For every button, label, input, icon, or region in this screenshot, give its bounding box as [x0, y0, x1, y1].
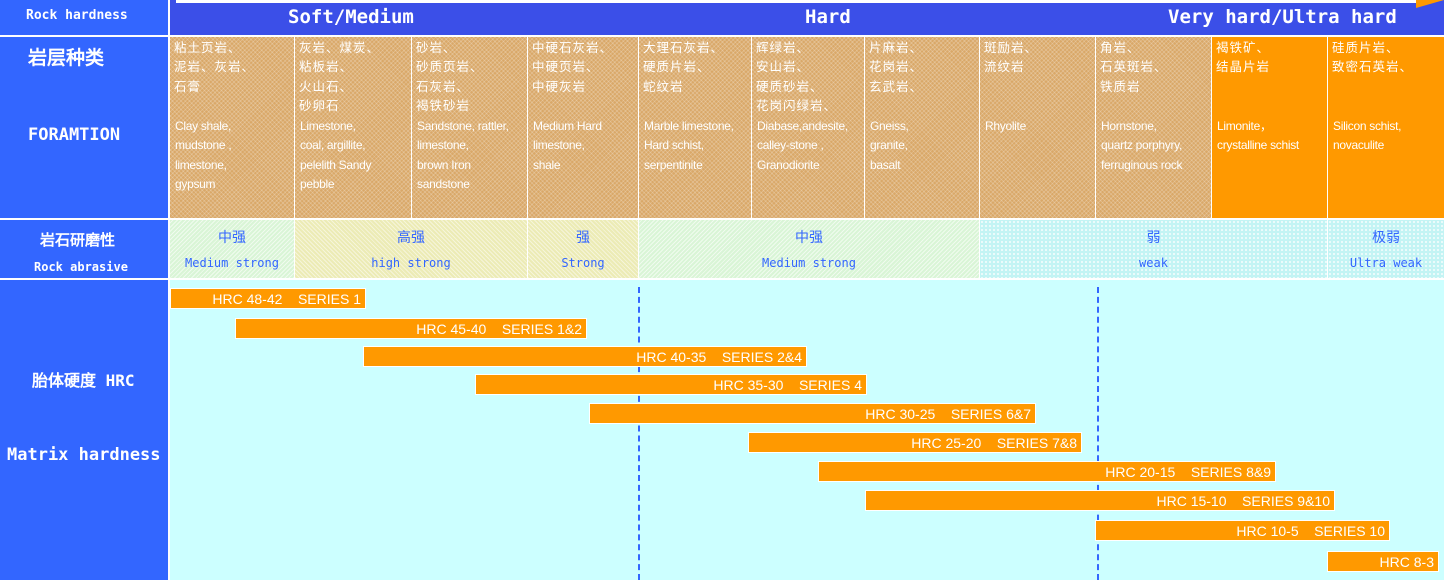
formation-en: Limonite， crystalline schist	[1217, 119, 1299, 153]
soft-medium-label: Soft/Medium	[288, 6, 414, 28]
formation-label-cell: 岩层种类 FORAMTION	[0, 37, 168, 218]
hardness-header	[170, 0, 1444, 35]
series-bar: HRC 25-20 SERIES 7&8	[748, 432, 1082, 453]
very-hard-label: Very hard/Ultra hard	[1168, 6, 1397, 28]
hardness-header-labels: Soft/Medium Hard Very hard/Ultra hard	[170, 0, 1444, 35]
abrasive-label-en: Rock abrasive	[34, 260, 128, 274]
series-bar: HRC 45-40 SERIES 1&2	[235, 318, 587, 339]
formation-en: Sandstone, rattler, limestone, brown Iro…	[417, 119, 509, 191]
abrasive-cell: 高强 high strong	[295, 220, 528, 278]
series-bar: HRC 8-3	[1327, 551, 1439, 572]
abrasive-cell: 极弱 Ultra weak	[1328, 220, 1444, 278]
abrasive-cn: 极弱	[1372, 230, 1400, 246]
abrasive-cell: 中强 Medium strong	[639, 220, 980, 278]
series-bar: HRC 40-35 SERIES 2&4	[363, 346, 807, 367]
formation-cell: 辉绿岩、 安山岩、 硬质砂岩、 花岗闪绿岩、 Diabase,andesite,…	[752, 37, 865, 218]
matrix-label-cell: 胎体硬度 HRC Matrix hardness	[0, 280, 168, 580]
abrasive-label-cell: 岩石研磨性 Rock abrasive	[0, 220, 168, 278]
formation-cn: 角岩、 石英斑岩、 铁质岩	[1100, 41, 1168, 94]
formation-label-en: FORAMTION	[28, 125, 121, 145]
formation-cn: 片麻岩、 花岗岩、 玄武岩、	[869, 41, 924, 94]
formation-en: Diabase,andesite, calley-stone , Granodi…	[757, 119, 848, 172]
formation-en: Medium Hard limestone, shale	[533, 119, 602, 172]
abrasive-en: weak	[1139, 256, 1168, 270]
formation-cn: 大理石灰岩、 硬质片岩、 蛇纹岩	[643, 41, 725, 94]
formation-en: Gneiss, granite, basalt	[870, 119, 909, 172]
formation-cn: 斑励岩、 流纹岩	[984, 41, 1039, 75]
formation-cell: 角岩、 石英斑岩、 铁质岩 Hornstone, quartz porphyry…	[1096, 37, 1212, 218]
abrasive-en: Medium strong	[185, 256, 279, 270]
formation-cell: 大理石灰岩、 硬质片岩、 蛇纹岩 Marble limestone, Hard …	[639, 37, 752, 218]
formation-cell: 片麻岩、 花岗岩、 玄武岩、 Gneiss, granite, basalt	[865, 37, 980, 218]
matrix-label-cn: 胎体硬度 HRC	[32, 371, 135, 390]
abrasive-cn: 弱	[1146, 230, 1161, 246]
series-bar: HRC 10-5 SERIES 10	[1095, 520, 1390, 541]
header-top-line	[176, 0, 1426, 3]
divider-line-hard	[638, 287, 640, 580]
formation-cn: 砂岩、 砂质页岩、 石灰岩、 褐铁砂岩	[416, 41, 484, 113]
abrasive-cn: 中强	[795, 230, 823, 246]
formation-en: Rhyolite	[985, 119, 1026, 133]
series-bar: HRC 35-30 SERIES 4	[475, 374, 867, 395]
rock-hardness-label-cell: Rock hardness	[0, 0, 168, 35]
formation-en: Clay shale, mudstone , limestone, gypsum	[175, 119, 232, 191]
abrasive-cn: 高强	[397, 230, 425, 246]
formation-en: Marble limestone, Hard schist, serpentin…	[644, 119, 734, 172]
abrasive-en: Medium strong	[762, 256, 856, 270]
formation-cell: 粘土页岩、 泥岩、灰岩、 石膏 Clay shale, mudstone , l…	[170, 37, 295, 218]
abrasive-en: high strong	[371, 256, 451, 270]
formation-en: Hornstone, quartz porphyry, ferruginous …	[1101, 119, 1183, 172]
formation-cn: 中硬石灰岩、 中硬页岩、 中硬灰岩	[532, 41, 614, 94]
formation-cell: 中硬石灰岩、 中硬页岩、 中硬灰岩 Medium Hard limestone,…	[528, 37, 639, 218]
formation-cell: 灰岩、煤炭、 粘板岩、 火山石、 砂卵石 Limestone, coal, ar…	[295, 37, 412, 218]
formation-cn: 褐铁矿、 结晶片岩	[1216, 41, 1271, 75]
abrasive-en: Ultra weak	[1349, 256, 1423, 270]
formation-cell: 褐铁矿、 结晶片岩 Limonite， crystalline schist	[1212, 37, 1328, 218]
abrasive-cell: 强 Strong	[528, 220, 639, 278]
divider-line-very-hard	[1097, 287, 1099, 580]
formation-en: Silicon schist, novaculite	[1333, 119, 1402, 153]
series-bar: HRC 15-10 SERIES 9&10	[865, 490, 1335, 511]
formation-en: Limestone, coal, argillite, pelelith San…	[300, 119, 372, 191]
formation-cell: 砂岩、 砂质页岩、 石灰岩、 褐铁砂岩 Sandstone, rattler, …	[412, 37, 528, 218]
formation-cell: 硅质片岩、 致密石英岩、 Silicon schist, novaculite	[1328, 37, 1444, 218]
formation-cn: 硅质片岩、 致密石英岩、	[1332, 41, 1414, 75]
abrasive-cell: 中强 Medium strong	[170, 220, 295, 278]
hard-label: Hard	[805, 6, 851, 28]
abrasive-label-cn: 岩石研磨性	[40, 231, 116, 249]
formation-label-cn: 岩层种类	[28, 47, 105, 69]
abrasive-cell: 弱 weak	[980, 220, 1328, 278]
formation-cn: 辉绿岩、 安山岩、 硬质砂岩、 花岗闪绿岩、	[756, 41, 838, 113]
series-bar: HRC 20-15 SERIES 8&9	[818, 461, 1276, 482]
series-bar: HRC 48-42 SERIES 1	[170, 288, 366, 309]
formation-cn: 粘土页岩、 泥岩、灰岩、 石膏	[174, 41, 256, 94]
abrasive-en: Strong	[561, 256, 605, 270]
arrow-head-icon	[1416, 0, 1444, 8]
formation-cn: 灰岩、煤炭、 粘板岩、 火山石、 砂卵石	[299, 41, 381, 113]
abrasive-cn: 强	[576, 230, 590, 246]
series-bar: HRC 30-25 SERIES 6&7	[589, 403, 1036, 424]
abrasive-cn: 中强	[218, 230, 246, 246]
matrix-label-en: Matrix hardness	[7, 445, 161, 465]
rock-hardness-label: Rock hardness	[26, 8, 128, 23]
formation-cell: 斑励岩、 流纹岩 Rhyolite	[980, 37, 1096, 218]
